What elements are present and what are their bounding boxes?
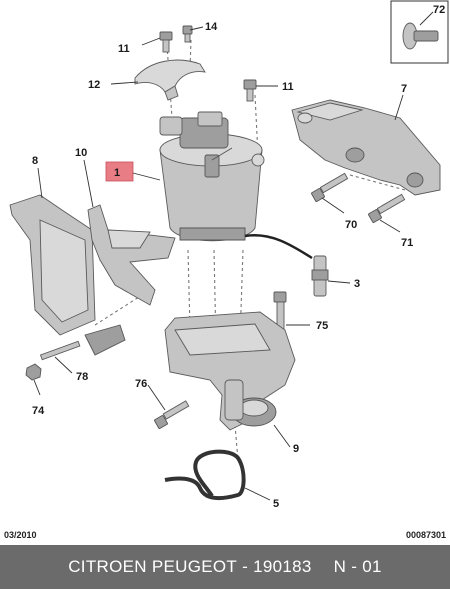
drawing-date: 03/2010 [4, 530, 37, 540]
callout-11-right: 11 [282, 81, 294, 93]
banner-separator: - [242, 557, 249, 576]
bolt-70 [311, 172, 349, 202]
part-3-sensor [311, 255, 329, 297]
callout-70: 70 [345, 219, 357, 231]
part-12-bracket [134, 59, 206, 93]
callout-8: 8 [32, 155, 38, 167]
part-banner: CITROEN PEUGEOT - 190183 N - 01 [0, 545, 450, 589]
nut-74 [25, 363, 42, 381]
sensor-wire [244, 233, 313, 260]
part-5-hose [164, 449, 246, 501]
callout-3: 3 [354, 278, 360, 290]
drawing-reference: 00087301 [405, 530, 446, 540]
banner-sheet: N - 01 [333, 557, 382, 576]
callout-11-top: 11 [118, 43, 130, 55]
banner-brand: CITROEN PEUGEOT [68, 557, 238, 576]
callout-12: 12 [88, 79, 100, 91]
callout-14: 14 [205, 21, 218, 33]
callout-7: 7 [401, 83, 407, 95]
part-7-bracket [291, 99, 441, 196]
callout-74: 74 [32, 405, 45, 417]
bolt-11-right [243, 79, 257, 102]
callout-1: 1 [114, 167, 120, 179]
callout-76: 76 [135, 378, 147, 390]
bolt-78 [39, 340, 81, 361]
part-10-bracket [87, 204, 176, 306]
leader-lines [33, 26, 404, 501]
callout-75: 75 [316, 320, 328, 332]
bolt-76 [154, 400, 190, 429]
screw-14 [182, 25, 193, 43]
bolt-71 [368, 193, 406, 223]
callout-5: 5 [273, 498, 279, 510]
callout-78: 78 [76, 371, 88, 383]
callout-1-highlight [105, 161, 134, 182]
bolt-11-top [159, 31, 173, 53]
part-8-heat-shield [9, 194, 126, 356]
banner-part-number: 190183 [253, 557, 312, 576]
inset-box-72: 72 [390, 0, 449, 64]
callout-10: 10 [75, 147, 87, 159]
callout-71: 71 [401, 237, 413, 249]
part-9-support [164, 311, 296, 431]
callout-9: 9 [293, 443, 299, 455]
part-1-filter-housing [159, 111, 265, 242]
part-12-tab [164, 85, 179, 101]
callout-72: 72 [433, 4, 445, 16]
